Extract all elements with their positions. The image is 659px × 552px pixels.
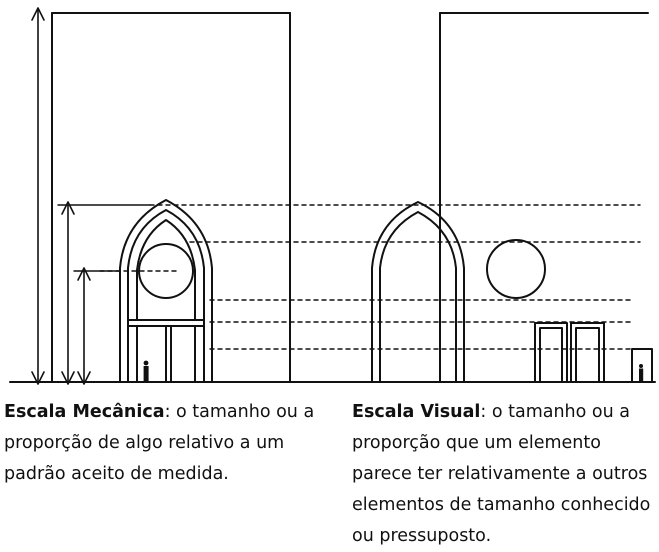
right-facade-outline [439, 12, 649, 383]
height-dimension-arrows [31, 7, 91, 385]
mechanical-scale-title: Escala Mecânica [4, 402, 165, 422]
right-small-doors [534, 322, 653, 383]
right-gothic-arch [371, 201, 465, 383]
left-rose-window [138, 243, 194, 299]
human-figures [143, 360, 644, 382]
left-human-figure [143, 360, 149, 382]
mechanical-scale-caption: Escala Mecânica: o tamanho ou a proporçã… [4, 397, 334, 490]
left-facade-outline [51, 12, 291, 383]
mechanical-scale-text: : o tamanho ou a proporção de algo relat… [4, 402, 315, 484]
visual-scale-text: : o tamanho ou a proporção que um elemen… [352, 402, 651, 546]
right-human-figure [639, 364, 644, 382]
visual-scale-title: Escala Visual [352, 402, 481, 422]
left-gothic-arch [119, 199, 213, 383]
scale-comparison-drawing [9, 7, 656, 385]
right-rose-window [486, 239, 546, 299]
